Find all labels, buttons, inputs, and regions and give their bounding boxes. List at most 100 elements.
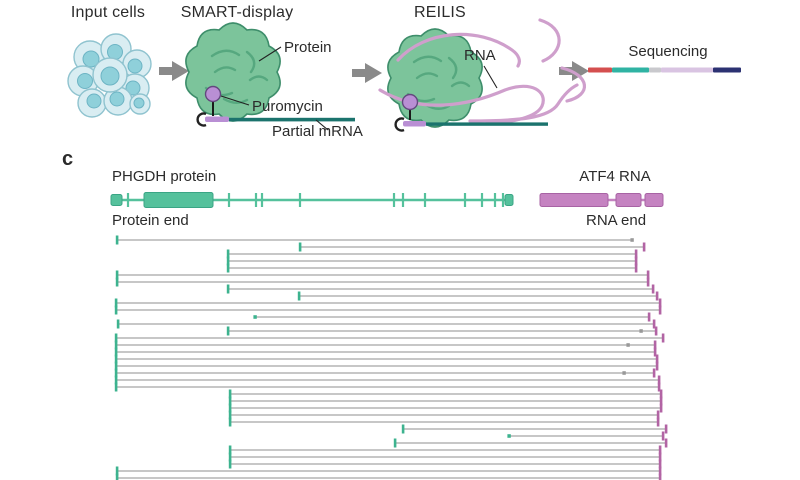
smart-display-label: SMART-display [180,4,294,21]
read-start-tick [226,263,230,273]
read-end-tick [652,319,656,329]
puromycin-leader-line [220,95,250,106]
read-mid-dot [639,329,643,333]
read-start-tick [114,382,118,392]
puromycin-dot [204,85,222,103]
read-start-tick [228,396,232,406]
phgdh-protein-label: PHGDH protein [112,168,217,185]
read-start-tick [228,417,232,427]
seq-segment-adapter-5prime [588,67,612,73]
read-start-tick [393,438,397,448]
read-end-tick [655,354,659,364]
read-end-tick [664,424,668,434]
rna-strand [396,32,521,68]
rna-leader-line [483,65,498,89]
read-end-tick [658,305,662,315]
protein-end-label: Protein end [112,212,189,229]
seq-segment-adapter-3prime [713,67,741,73]
read-end-tick [661,333,665,343]
read-start-tick [297,291,301,301]
smart-display-illustration [184,21,355,131]
read-end-tick [659,403,663,413]
read-mid-dot [626,343,630,347]
sequencing-label: Sequencing [628,43,708,60]
track-exon [504,194,514,206]
track-exon [539,193,609,207]
read-start-tick [116,319,120,329]
read-start-tick [401,424,405,434]
read-end-tick [634,256,638,266]
read-start-tick [226,326,230,336]
read-end-tick [658,459,662,469]
panel-c-label: c [62,148,74,170]
seq-segment-linker [649,67,661,73]
partial-mrna-label: Partial mRNA [272,123,363,140]
read-end-tick [656,417,660,427]
read-end-tick [652,368,656,378]
rna-strand [560,66,587,103]
read-start-tick [228,389,232,399]
read-start-tick [114,333,118,343]
read-end-tick [634,263,638,273]
read-start-tick [114,375,118,385]
rna-label: RNA [464,47,496,64]
read-start-dot [253,315,257,319]
read-end-tick [642,242,646,252]
mrna-hairpin [196,112,207,127]
puromycin-label: Puromycin [252,98,323,115]
read-start-tick [228,452,232,462]
read-end-tick [656,410,660,420]
read-end-tick [654,326,658,336]
read-end-tick [658,445,662,455]
read-end-tick [651,284,655,294]
read-end-dot [630,238,634,242]
read-start-tick [115,270,119,280]
read-end-tick [647,312,651,322]
mrna-hairpin [394,117,405,132]
read-start-tick [115,277,119,287]
read-start-tick [226,249,230,259]
partial-mrna-line [426,122,548,126]
track-exon [110,194,123,206]
rna-end-label: RNA end [586,212,647,229]
protein-label: Protein [284,39,332,56]
read-end-tick [658,473,662,480]
read-start-tick [114,340,118,350]
track-exon [143,192,214,208]
rna-strand [468,83,579,123]
read-start-tick [228,459,232,469]
reilis-label: REILIS [414,4,466,21]
read-mid-dot [622,371,626,375]
protein-leader-line [258,46,282,62]
read-end-tick [659,389,663,399]
read-end-tick [658,452,662,462]
read-end-tick [659,396,663,406]
reilis-illustration [378,18,587,132]
partial-mrna-line [229,117,355,122]
input-cells-illustration [67,33,152,118]
seq-segment-mrna-insert [612,67,649,73]
seq-segment-rna-insert [661,67,713,73]
read-end-tick [657,382,661,392]
read-alignments [114,235,668,480]
read-end-tick [646,270,650,280]
read-start-tick [226,284,230,294]
read-end-tick [634,249,638,259]
phgdh-protein-track [110,192,514,208]
read-end-tick [661,431,665,441]
rna-strand [538,18,561,63]
read-end-tick [664,438,668,448]
read-start-tick [298,242,302,252]
read-end-tick [653,347,657,357]
read-end-tick [653,340,657,350]
read-start-tick [228,410,232,420]
puromycin-dot [401,93,419,111]
read-end-tick [655,361,659,371]
arrow-icon [352,63,382,83]
read-start-tick [115,473,119,480]
read-start-tick [114,347,118,357]
read-end-tick [657,375,661,385]
read-start-dot [507,434,511,438]
